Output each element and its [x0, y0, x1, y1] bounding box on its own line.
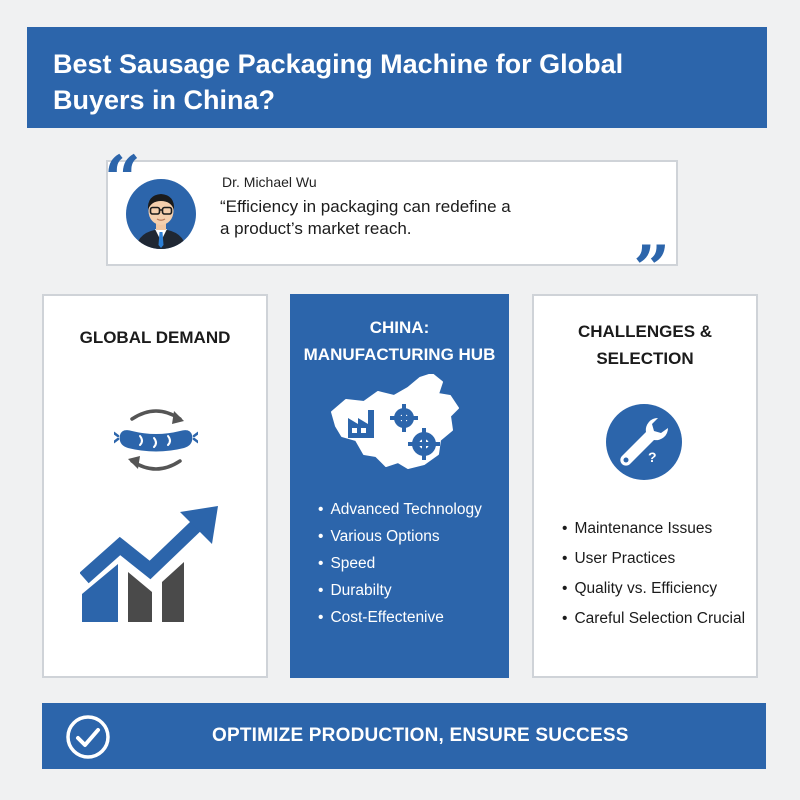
- quote-text: “Efficiency in packaging can redefine a …: [220, 197, 511, 238]
- growth-chart-icon: [80, 506, 218, 622]
- challenge-bullet-list: Maintenance Issues User Practices Qualit…: [562, 514, 745, 634]
- panel-title: Global Demand: [79, 328, 231, 347]
- page-title: Best Sausage Packaging Machine for Globa…: [53, 49, 624, 115]
- title-banner: Best Sausage Packaging Machine for Globa…: [27, 27, 767, 128]
- footer-banner: Optimize Production, Ensure Success: [42, 703, 766, 769]
- list-item: Cost-Effectenive: [318, 604, 482, 631]
- list-item: Various Options: [318, 523, 482, 550]
- list-item: User Practices: [562, 544, 745, 574]
- list-item: Advanced Technology: [318, 496, 481, 523]
- factory-icon: [348, 410, 374, 438]
- list-item: Durabilty: [318, 577, 482, 604]
- list-item: Speed: [318, 550, 482, 577]
- hub-bullet-list: Advanced Technology Various Options Spee…: [318, 496, 482, 631]
- svg-text:?: ?: [648, 449, 657, 465]
- check-circle-icon: [66, 715, 110, 759]
- list-item: Maintenance Issues: [562, 514, 745, 544]
- sausage-icon: [114, 430, 198, 452]
- panel-title: China: Manufacturing Hub: [303, 318, 496, 364]
- close-quote-icon: ”: [633, 232, 670, 307]
- quote-card: “ Dr. Michael Wu “Efficiency in packagin…: [104, 148, 678, 302]
- list-item: Careful Selection Crucial: [562, 604, 745, 634]
- quote-author: Dr. Michael Wu: [222, 174, 317, 190]
- avatar: [126, 179, 196, 249]
- list-item: Quality vs. Efficiency: [562, 574, 745, 604]
- sausage-refresh-icon: [114, 409, 198, 471]
- panel-title: Challenges & Selection: [577, 322, 713, 368]
- panel-global-demand: Global Demand: [42, 294, 268, 678]
- wrench-question-icon: ?: [606, 404, 682, 480]
- panel-china-hub: China: Manufacturing Hub Advanced Techno…: [290, 294, 509, 678]
- china-map-icon: [331, 374, 459, 469]
- footer-tagline: Optimize Production, Ensure Success: [212, 725, 629, 746]
- panel-challenges: Challenges & Selection ? Maintenance Iss…: [532, 294, 758, 678]
